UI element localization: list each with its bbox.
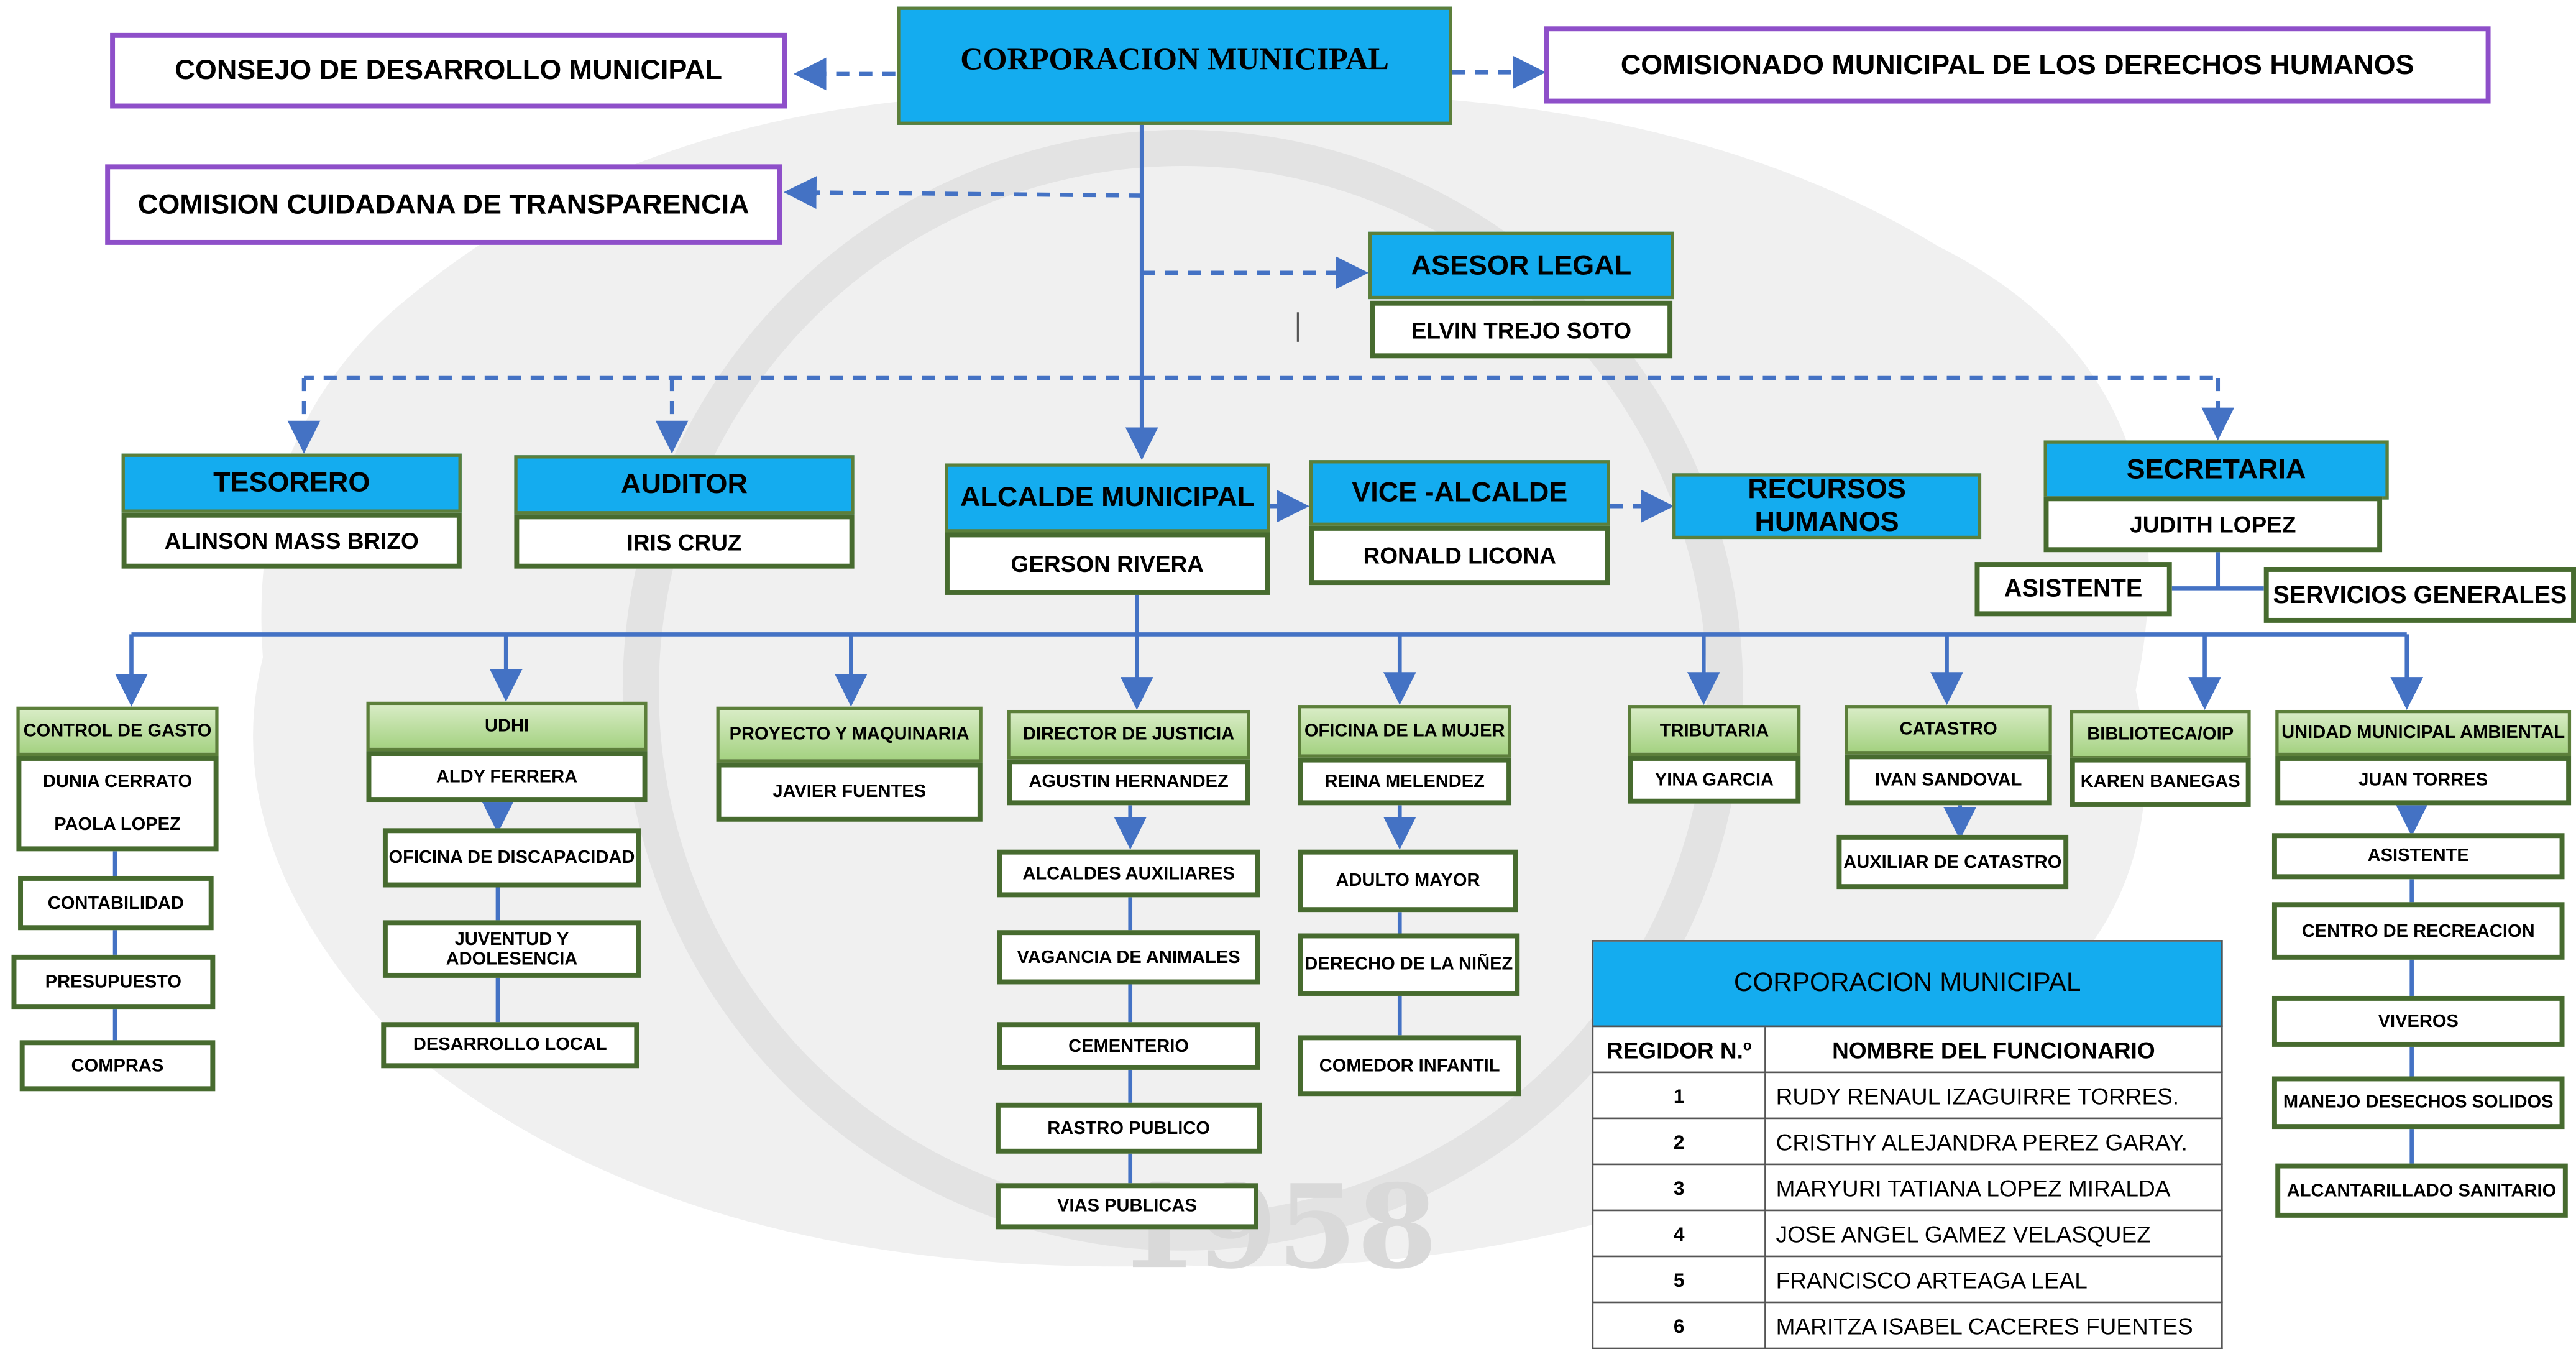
adulto-mayor-box: ADULTO MAYOR: [1298, 849, 1518, 913]
director-justicia-title: DIRECTOR DE JUSTICIA: [1007, 709, 1250, 760]
presupuesto-box: PRESUPUESTO: [11, 954, 216, 1010]
regidor-name: JOSE ANGEL GAMEZ VELASQUEZ: [1764, 1209, 2223, 1258]
juventud-box: JUVENTUD Y ADOLESENCIA: [382, 920, 641, 978]
auditor-name: IRIS CRUZ: [514, 514, 855, 569]
oficina-discapacidad-box: OFICINA DE DISCAPACIDAD: [382, 828, 641, 888]
tributaria-title: TRIBUTARIA: [1628, 705, 1801, 757]
regidor-number: 4: [1592, 1209, 1766, 1258]
cementerio-box: CEMENTERIO: [997, 1022, 1260, 1070]
tesorero-name: ALINSON MASS BRIZO: [121, 512, 462, 569]
secretaria-asistente-box: ASISTENTE: [1974, 562, 2172, 617]
control-gasto-names: DUNIA CERRATO PAOLA LOPEZ: [16, 756, 219, 852]
regidor-number: 2: [1592, 1117, 1766, 1166]
biblioteca-name: KAREN BANEGAS: [2070, 757, 2251, 807]
comision-transparencia-box: COMISION CUIDADANA DE TRANSPARENCIA: [105, 164, 782, 245]
ambiental-title: UNIDAD MUNICIPAL AMBIENTAL: [2275, 709, 2572, 757]
ambiental-name: JUAN TORRES: [2275, 756, 2572, 806]
ambiental-asistente-box: ASISTENTE: [2271, 833, 2565, 880]
viveros-box: VIVEROS: [2271, 995, 2565, 1047]
alcaldes-auxiliares-box: ALCALDES AUXILIARES: [997, 849, 1260, 898]
tributaria-name: YINA GARCIA: [1628, 756, 1801, 804]
asesor-legal-name: ELVIN TREJO SOTO: [1370, 300, 1673, 359]
rastro-publico-box: RASTRO PUBLICO: [995, 1102, 1262, 1154]
regidor-name: MARITZA ISABEL CACERES FUENTES: [1764, 1301, 2223, 1349]
alcalde-title: ALCALDE MUNICIPAL: [945, 463, 1270, 533]
udhi-name: ALDY FERRERA: [366, 751, 648, 803]
regidor-name: RUDY RENAUL IZAGUIRRE TORRES.: [1764, 1071, 2223, 1120]
oficina-mujer-title: OFICINA DE LA MUJER: [1298, 705, 1512, 758]
auxiliar-catastro-box: AUXILIAR DE CATASTRO: [1836, 834, 2069, 890]
director-justicia-name: AGUSTIN HERNANDEZ: [1007, 759, 1250, 806]
vice-alcalde-title: VICE -ALCALDE: [1309, 460, 1610, 526]
auditor-title: AUDITOR: [514, 455, 855, 515]
regidor-name: MARYURI TATIANA LOPEZ MIRALDA: [1764, 1163, 2223, 1212]
control-gasto-name-2: PAOLA LOPEZ: [54, 815, 181, 835]
control-gasto-title: CONTROL DE GASTO: [16, 706, 219, 757]
regidor-number: 3: [1592, 1163, 1766, 1212]
alcantarillado-box: ALCANTARILLADO SANITARIO: [2275, 1163, 2568, 1218]
consejo-desarrollo-box: CONSEJO DE DESARROLLO MUNICIPAL: [110, 32, 787, 109]
catastro-name: IVAN SANDOVAL: [1845, 754, 2052, 806]
centro-recreacion-box: CENTRO DE RECREACION: [2271, 902, 2565, 960]
recursos-humanos-box: RECURSOS HUMANOS: [1672, 473, 1982, 540]
derecho-ninez-box: DERECHO DE LA NIÑEZ: [1298, 933, 1520, 996]
col-nombre-header: NOMBRE DEL FUNCIONARIO: [1764, 1025, 2223, 1074]
asesor-legal-title: ASESOR LEGAL: [1368, 231, 1674, 300]
oficina-mujer-name: REINA MELENDEZ: [1298, 757, 1512, 806]
compras-box: COMPRAS: [19, 1040, 216, 1092]
alcalde-name: GERSON RIVERA: [945, 532, 1270, 595]
comedor-infantil-box: COMEDOR INFANTIL: [1298, 1035, 1521, 1097]
contabilidad-box: CONTABILIDAD: [18, 875, 214, 931]
catastro-title: CATASTRO: [1845, 705, 2052, 755]
vice-alcalde-name: RONALD LICONA: [1309, 525, 1610, 586]
comisionado-ddhh-box: COMISIONADO MUNICIPAL DE LOS DERECHOS HU…: [1544, 26, 2491, 104]
regidor-name: FRANCISCO ARTEAGA LEAL: [1764, 1255, 2223, 1304]
proyecto-maquinaria-title: PROYECTO Y MAQUINARIA: [716, 706, 983, 763]
regidor-number: 6: [1592, 1301, 1766, 1349]
desarrollo-local-box: DESARROLLO LOCAL: [381, 1022, 639, 1069]
manejo-desechos-box: MANEJO DESECHOS SOLIDOS: [2271, 1076, 2565, 1130]
control-gasto-name-1: DUNIA CERRATO: [42, 772, 193, 793]
regidor-name: CRISTHY ALEJANDRA PEREZ GARAY.: [1764, 1117, 2223, 1166]
corporacion-table-title: CORPORACION MUNICIPAL: [1592, 940, 2223, 1028]
regidor-number: 5: [1592, 1255, 1766, 1304]
servicios-generales-box: SERVICIOS GENERALES: [2263, 567, 2576, 623]
secretaria-name: JUDITH LOPEZ: [2043, 496, 2383, 553]
vagancia-animales-box: VAGANCIA DE ANIMALES: [997, 930, 1260, 985]
udhi-title: UDHI: [366, 701, 648, 752]
col-regidor-header: REGIDOR N.º: [1592, 1025, 1766, 1074]
biblioteca-title: BIBLIOTECA/OIP: [2070, 709, 2251, 760]
regidor-number: 1: [1592, 1071, 1766, 1120]
proyecto-maquinaria-name: JAVIER FUENTES: [716, 762, 983, 822]
vias-publicas-box: VIAS PUBLICAS: [995, 1183, 1258, 1230]
corporacion-municipal-box: CORPORACION MUNICIPAL: [897, 6, 1452, 125]
tesorero-title: TESORERO: [121, 453, 462, 513]
secretaria-title: SECRETARIA: [2043, 440, 2389, 500]
